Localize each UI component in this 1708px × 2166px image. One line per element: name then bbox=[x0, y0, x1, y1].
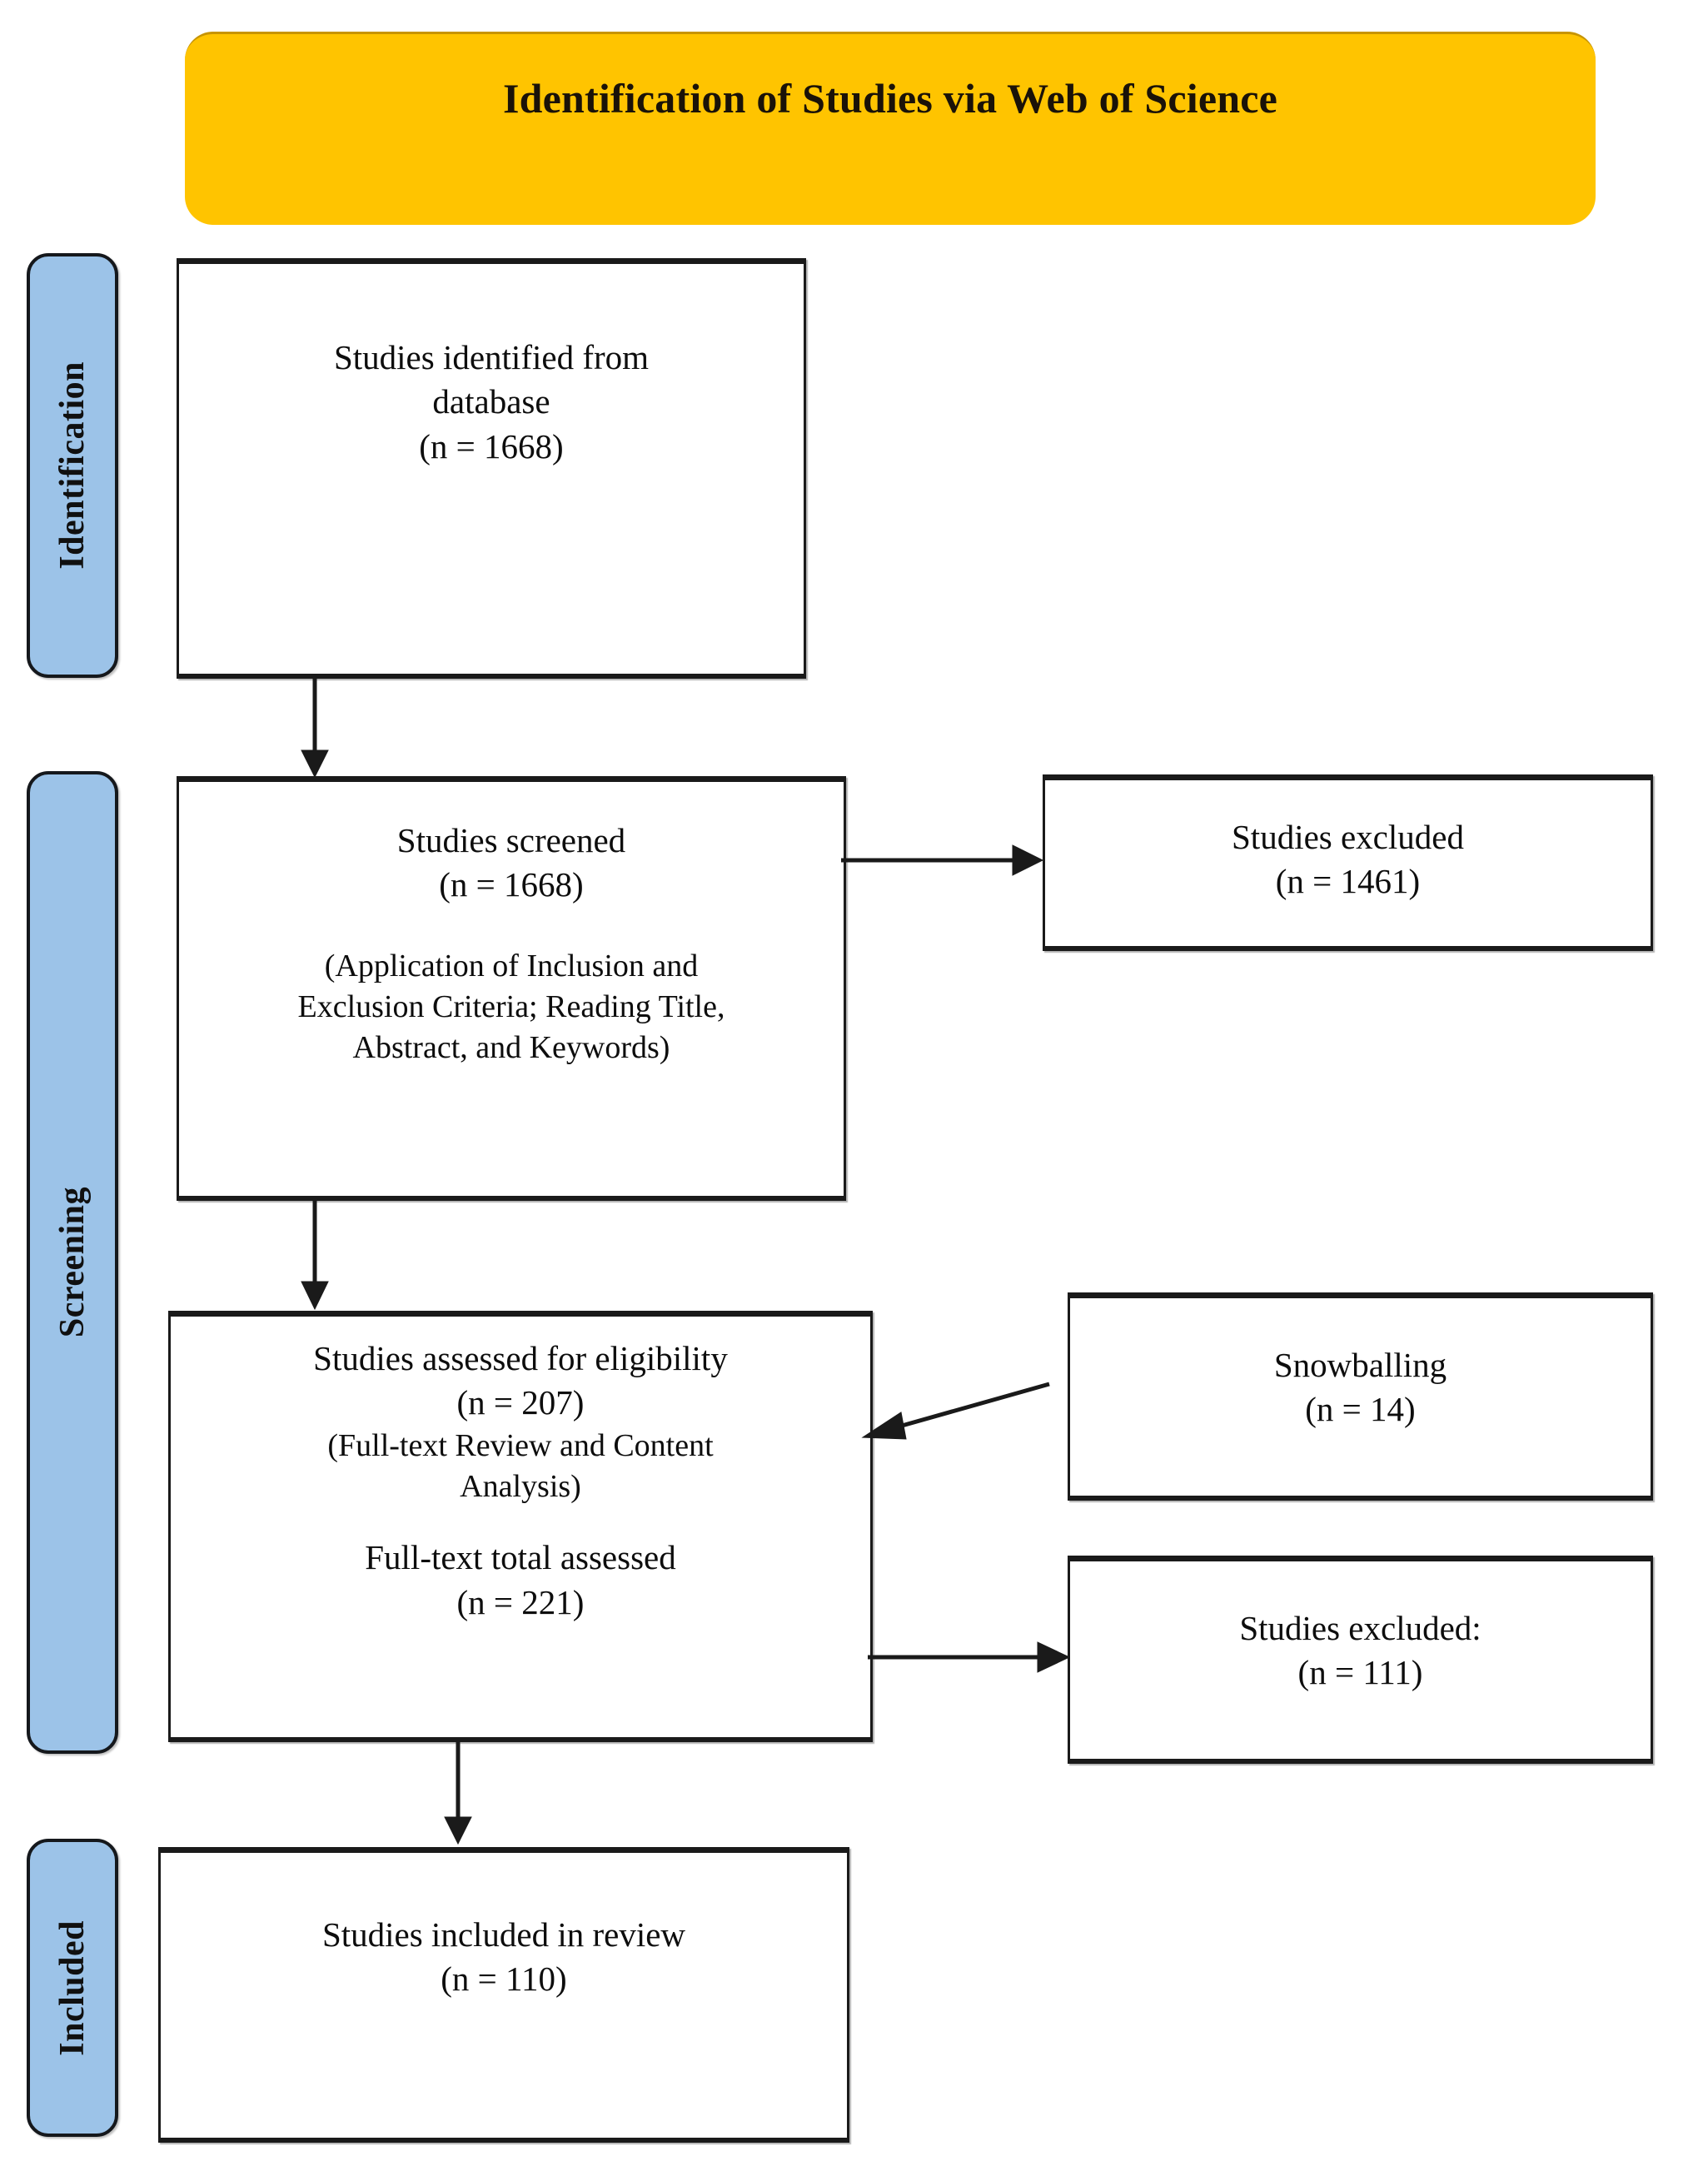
stage-tab-identification: Identification bbox=[27, 253, 118, 678]
eligibility-note2: Analysis) bbox=[460, 1468, 581, 1504]
stage-label-identification: Identification bbox=[53, 361, 92, 570]
excluded-screening-count: (n = 1461) bbox=[1275, 862, 1421, 901]
box-studies-included: Studies included in review (n = 110) bbox=[158, 1847, 849, 2143]
arrow-screened-to-excluded bbox=[841, 844, 1044, 876]
studies-screened-note2: Exclusion Criteria; Reading Title, bbox=[297, 988, 725, 1024]
eligibility-note1: (Full-text Review and Content bbox=[327, 1427, 714, 1463]
box-studies-excluded-fulltext: Studies excluded: (n = 111) bbox=[1068, 1556, 1653, 1764]
page-title: Identification of Studies via Web of Sci… bbox=[502, 75, 1278, 122]
studies-screened-note3: Abstract, and Keywords) bbox=[352, 1030, 670, 1066]
arrow-eligibility-to-excluded bbox=[868, 1641, 1071, 1673]
stage-label-screening: Screening bbox=[53, 1187, 92, 1338]
studies-identified-line1: Studies identified from bbox=[333, 338, 650, 376]
studies-screened-count: (n = 1668) bbox=[439, 865, 584, 904]
excluded-screening-line1: Studies excluded bbox=[1232, 818, 1464, 856]
box-studies-identified: Studies identified from database (n = 16… bbox=[177, 258, 806, 679]
snowballing-count: (n = 14) bbox=[1305, 1390, 1416, 1429]
stage-label-included: Included bbox=[53, 1920, 92, 2056]
eligibility-line2: Full-text total assessed bbox=[365, 1538, 676, 1577]
excluded-fulltext-count: (n = 111) bbox=[1297, 1653, 1423, 1692]
included-line1: Studies included in review bbox=[321, 1915, 686, 1954]
eligibility-count1: (n = 207) bbox=[456, 1383, 585, 1422]
excluded-fulltext-line1: Studies excluded: bbox=[1239, 1609, 1481, 1647]
included-count: (n = 110) bbox=[441, 1959, 567, 1999]
studies-identified-count: (n = 1668) bbox=[419, 426, 564, 466]
box-studies-excluded-screening: Studies excluded (n = 1461) bbox=[1043, 774, 1653, 951]
studies-identified-line2: database bbox=[432, 382, 550, 421]
arrow-screened-to-eligibility bbox=[301, 1201, 329, 1311]
arrow-eligibility-to-included bbox=[444, 1742, 472, 1845]
arrow-snowballing-to-eligibility bbox=[861, 1382, 1050, 1440]
eligibility-line1: Studies assessed for eligibility bbox=[313, 1339, 728, 1377]
box-snowballing: Snowballing (n = 14) bbox=[1068, 1292, 1653, 1501]
box-studies-eligibility: Studies assessed for eligibility (n = 20… bbox=[168, 1311, 873, 1742]
stage-tab-included: Included bbox=[27, 1839, 118, 2137]
diagram-header-banner: Identification of Studies via Web of Sci… bbox=[185, 32, 1596, 225]
eligibility-count2: (n = 221) bbox=[456, 1582, 585, 1621]
arrow-identified-to-screened bbox=[301, 679, 329, 779]
box-studies-screened: Studies screened (n = 1668) (Application… bbox=[177, 776, 846, 1201]
studies-screened-line1: Studies screened bbox=[396, 821, 626, 859]
stage-tab-screening: Screening bbox=[27, 771, 118, 1754]
snowballing-line1: Snowballing bbox=[1273, 1346, 1447, 1384]
studies-screened-note1: (Application of Inclusion and bbox=[324, 948, 699, 983]
